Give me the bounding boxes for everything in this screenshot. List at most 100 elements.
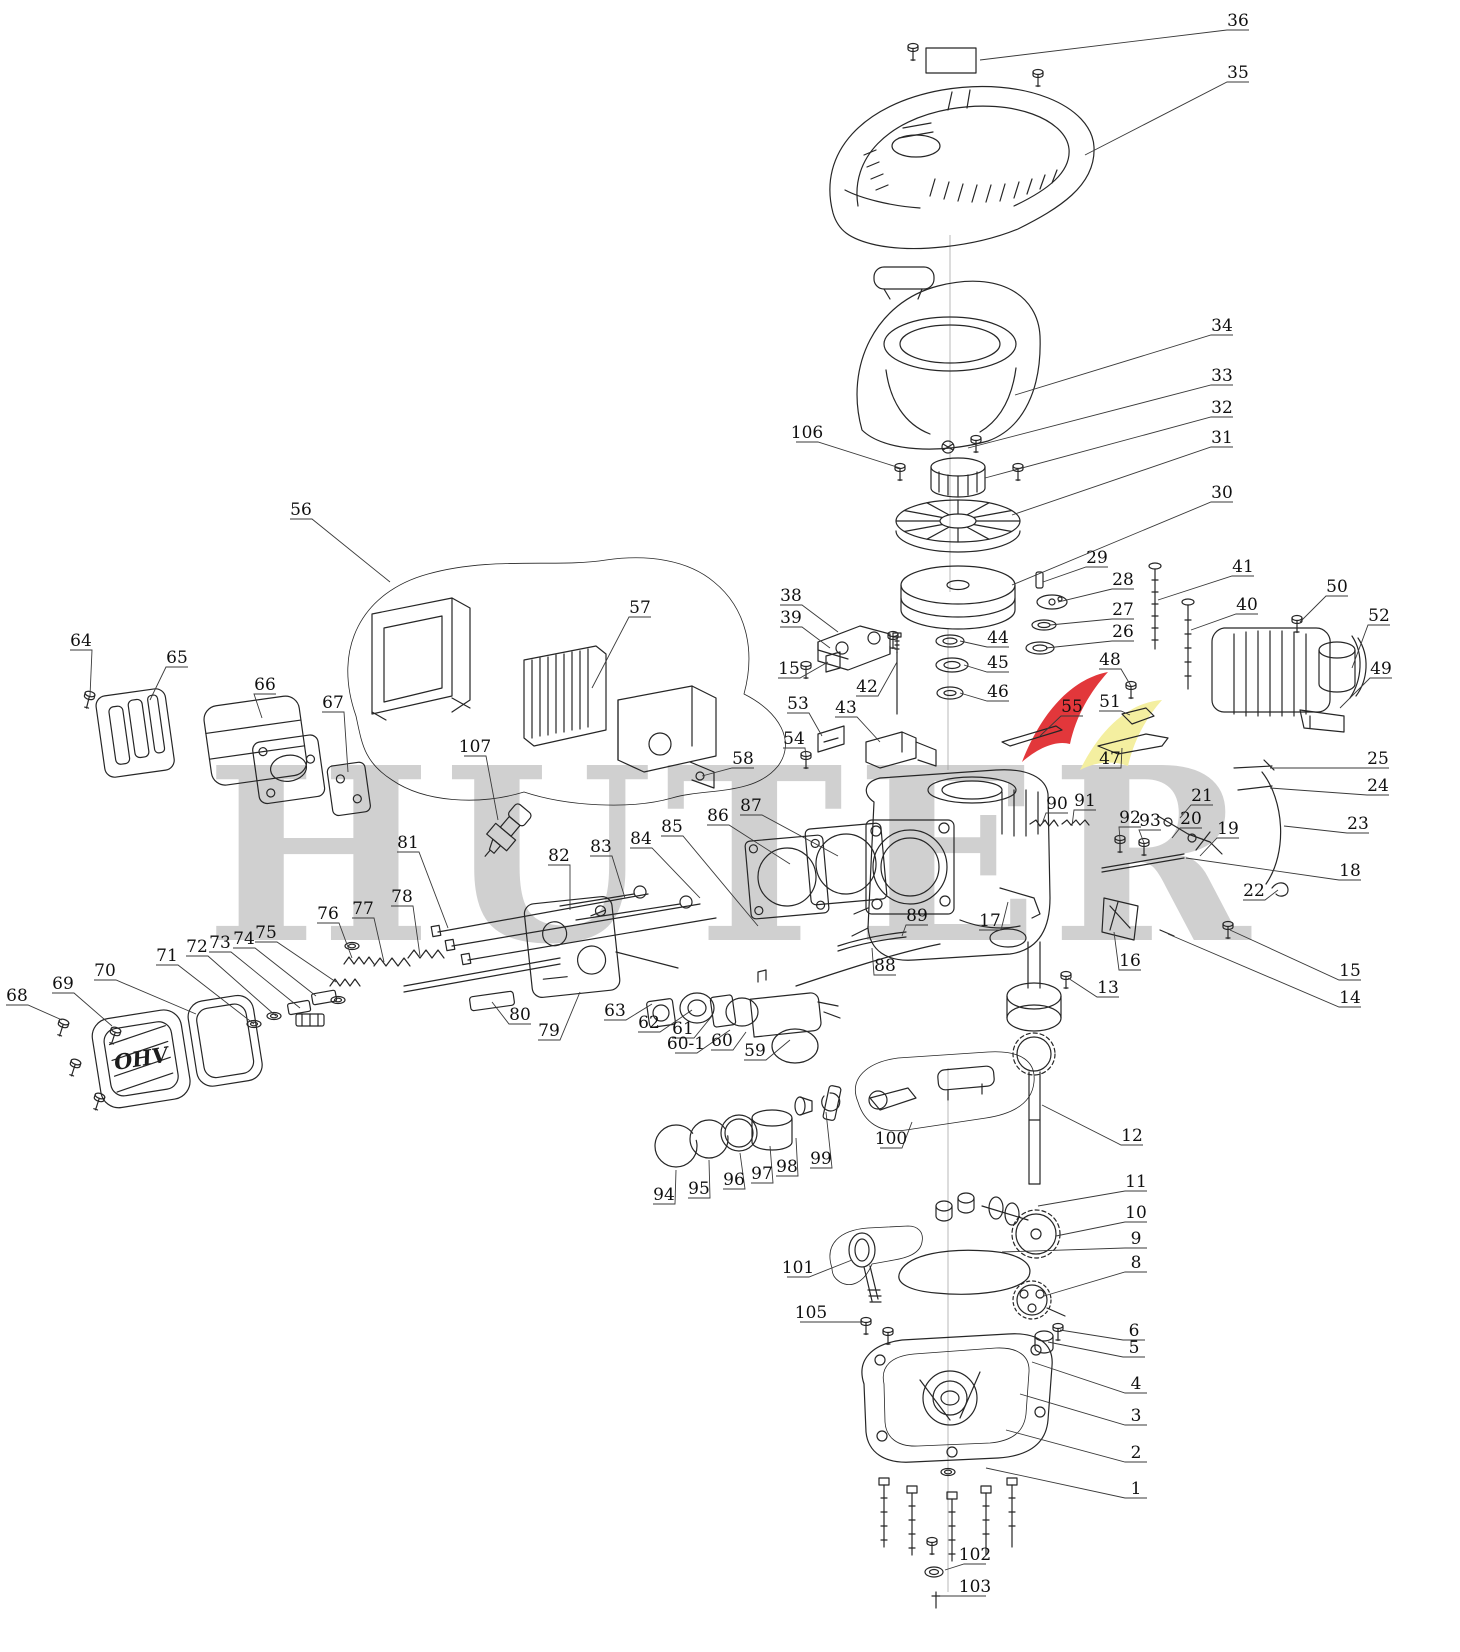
callout-29: 29 <box>1086 548 1108 568</box>
callout-23: 23 <box>1347 814 1369 834</box>
leader-line-99 <box>810 1111 833 1169</box>
callout-39: 39 <box>780 608 802 628</box>
callout-105: 105 <box>795 1303 827 1323</box>
callout-70: 70 <box>94 961 116 981</box>
callout-91: 91 <box>1074 791 1096 811</box>
callout-82: 82 <box>548 846 570 866</box>
leader-line-76 <box>317 922 353 959</box>
leader-line-91 <box>1071 809 1096 827</box>
leader-line-40 <box>1190 613 1258 631</box>
engine-line-art: OHV <box>54 42 1367 1609</box>
callout-51: 51 <box>1099 692 1121 712</box>
callout-17: 17 <box>979 911 1001 931</box>
callout-103: 103 <box>959 1577 991 1597</box>
leader-line-96 <box>723 1152 746 1190</box>
callout-9: 9 <box>1131 1229 1142 1249</box>
starter-cup <box>930 457 986 498</box>
callout-27: 27 <box>1112 600 1134 620</box>
callout-numbers: 3635343332313029282726414050524944454648… <box>6 11 1392 1597</box>
leader-line-67 <box>322 711 349 773</box>
leader-line-12 <box>1041 1104 1143 1146</box>
leader-line-24 <box>1269 787 1389 796</box>
callout-15: 15 <box>1339 961 1361 981</box>
air-filter-assembly <box>347 557 786 806</box>
watermark-text: HUTER <box>205 715 1262 997</box>
callout-79: 79 <box>538 1021 560 1041</box>
callout-53: 53 <box>787 694 809 714</box>
leader-line-82 <box>548 864 571 910</box>
callout-95: 95 <box>688 1179 710 1199</box>
callout-22: 22 <box>1243 881 1265 901</box>
callout-12: 12 <box>1121 1126 1143 1146</box>
callout-73: 73 <box>209 933 231 953</box>
leader-line-56 <box>290 518 391 583</box>
leader-line-85 <box>661 835 759 927</box>
valve-cover: OHV <box>91 1009 191 1109</box>
callout-8: 8 <box>1131 1253 1142 1273</box>
callout-99: 99 <box>810 1149 832 1169</box>
callout-13: 13 <box>1097 978 1119 998</box>
leader-line-100 <box>880 1121 913 1149</box>
callout-45: 45 <box>987 653 1009 673</box>
callout-11: 11 <box>1125 1172 1147 1192</box>
callout-98: 98 <box>776 1157 798 1177</box>
callout-62: 62 <box>638 1013 660 1033</box>
leader-line-18 <box>1185 857 1361 881</box>
callout-96: 96 <box>723 1170 745 1190</box>
callout-89: 89 <box>906 906 928 926</box>
leader-lines <box>6 29 1392 1597</box>
callout-80: 80 <box>509 1005 531 1025</box>
callout-94: 94 <box>653 1185 675 1205</box>
callout-102: 102 <box>959 1545 991 1565</box>
leader-line-22 <box>1243 889 1279 901</box>
leader-line-4 <box>1031 1361 1147 1394</box>
callout-67: 67 <box>322 693 344 713</box>
leader-line-46 <box>959 692 1009 702</box>
crankcase-gasket <box>898 1249 1031 1295</box>
callout-78: 78 <box>391 887 413 907</box>
fuel-tank <box>1211 614 1367 733</box>
leader-line-72 <box>186 955 277 1017</box>
flywheel-key-washers <box>1025 571 1068 655</box>
leader-line-10 <box>1055 1221 1147 1237</box>
muffler-assembly <box>81 688 371 817</box>
callout-10: 10 <box>1125 1203 1147 1223</box>
leader-line-102 <box>944 1563 986 1571</box>
callout-42: 42 <box>856 677 878 697</box>
brand-accent-red <box>1022 672 1108 762</box>
callout-66: 66 <box>254 675 276 695</box>
callout-24: 24 <box>1367 776 1389 796</box>
leader-line-88 <box>871 947 896 976</box>
callout-15: 15 <box>778 659 800 679</box>
callout-68: 68 <box>6 986 28 1006</box>
leader-line-83 <box>590 855 626 899</box>
camshaft <box>935 1192 1061 1259</box>
callout-57: 57 <box>629 598 651 618</box>
callout-106: 106 <box>791 423 823 443</box>
callout-33: 33 <box>1211 366 1233 386</box>
callout-88: 88 <box>874 956 896 976</box>
leader-line-98 <box>776 1137 799 1177</box>
leader-line-79 <box>538 991 581 1041</box>
crank-washers <box>935 634 969 700</box>
callout-36: 36 <box>1227 11 1249 31</box>
leader-line-39 <box>780 626 831 649</box>
spark-plug <box>484 803 532 857</box>
callout-81: 81 <box>397 833 419 853</box>
leader-line-17 <box>979 901 1009 931</box>
callout-49: 49 <box>1370 659 1392 679</box>
leader-line-36 <box>979 29 1249 61</box>
leader-line-92 <box>1118 826 1141 841</box>
callout-65: 65 <box>166 648 188 668</box>
callout-31: 31 <box>1211 428 1233 448</box>
brand-accent <box>1022 672 1162 770</box>
leader-line-15 <box>778 661 829 679</box>
leader-line-3 <box>1019 1393 1147 1426</box>
leader-line-93 <box>1138 829 1161 844</box>
callout-63: 63 <box>604 1001 626 1021</box>
callout-19: 19 <box>1217 819 1239 839</box>
callout-38: 38 <box>780 586 802 606</box>
leader-line-45 <box>963 664 1009 673</box>
